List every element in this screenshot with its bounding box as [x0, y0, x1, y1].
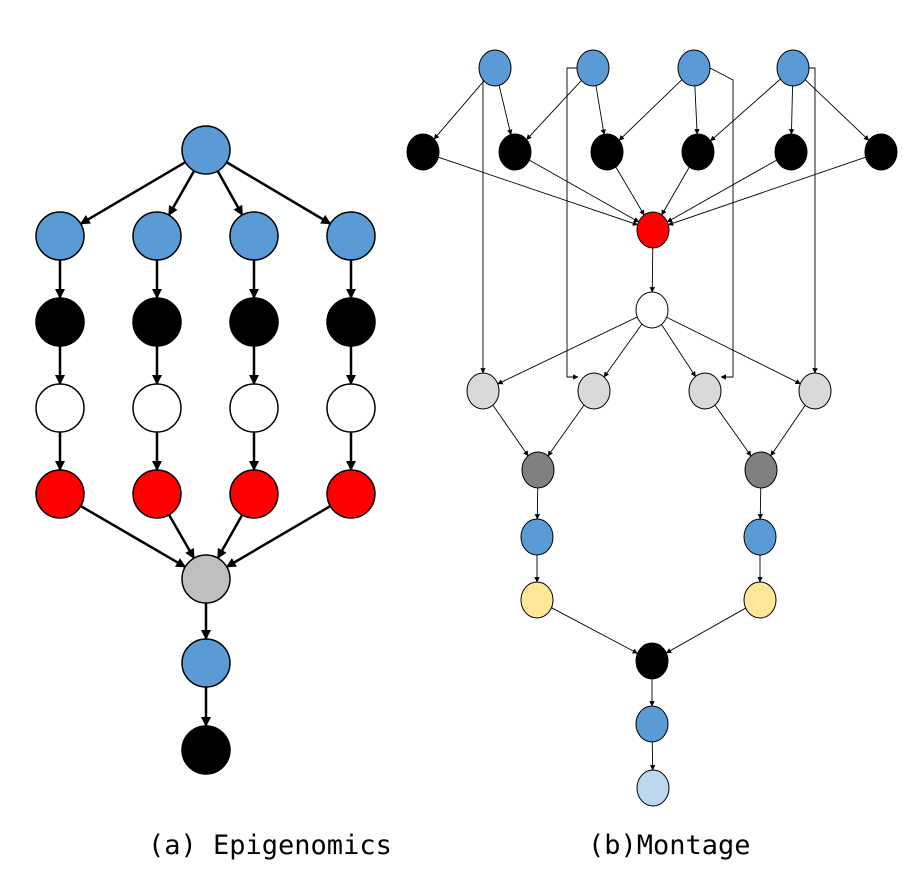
- montage-edge: [615, 166, 645, 216]
- montage-graph: [406, 49, 898, 807]
- montage-node-black: [498, 133, 532, 171]
- epigenomics-node-red: [326, 469, 376, 519]
- montage-node-black: [590, 133, 624, 171]
- montage-node-red: [636, 211, 670, 249]
- montage-node-light-blue: [636, 769, 670, 807]
- montage-edge: [603, 323, 643, 378]
- montage-node-black: [635, 642, 669, 680]
- montage-edge: [666, 159, 777, 223]
- montage-edge: [547, 404, 585, 457]
- epigenomics-node-blue: [181, 638, 231, 688]
- montage-node-black: [774, 133, 808, 171]
- montage-edge: [497, 316, 638, 385]
- montage-node-white: [635, 291, 669, 329]
- montage-edge: [661, 324, 696, 377]
- montage-node-black: [864, 133, 898, 171]
- montage-edge: [492, 404, 529, 457]
- caption-epigenomics: (a) Epigenomics: [148, 830, 392, 861]
- montage-edge: [618, 79, 683, 141]
- epigenomics-node-white: [132, 383, 182, 433]
- epigenomics-node-black: [181, 725, 231, 775]
- montage-node-dark-gray: [521, 451, 555, 489]
- montage-edge: [809, 67, 818, 374]
- montage-node-black: [681, 133, 715, 171]
- epigenomics-node-black: [326, 297, 376, 347]
- montage-edge: [714, 404, 752, 457]
- montage-node-blue: [635, 705, 669, 743]
- montage-edge: [694, 85, 700, 135]
- epigenomics-node-gray: [181, 554, 231, 604]
- epigenomics-node-black: [132, 297, 182, 347]
- montage-node-blue: [677, 49, 711, 87]
- montage-node-blue: [576, 49, 610, 87]
- epigenomics-graph: [35, 125, 376, 775]
- montage-node-yellow: [520, 581, 554, 619]
- epigenomics-node-blue: [181, 125, 231, 175]
- montage-node-blue: [743, 518, 777, 556]
- montage-node-light-gray: [466, 372, 500, 410]
- epigenomics-node-white: [35, 383, 85, 433]
- epigenomics-node-black: [35, 297, 85, 347]
- montage-edge: [661, 166, 690, 216]
- montage-edge: [566, 67, 579, 380]
- epigenomics-node-white: [326, 383, 376, 433]
- epigenomics-edge: [216, 514, 244, 559]
- montage-node-blue: [520, 518, 554, 556]
- epigenomics-node-blue: [229, 211, 279, 261]
- montage-node-black: [406, 133, 440, 171]
- epigenomics-node-red: [229, 469, 279, 519]
- epigenomics-edge: [226, 161, 332, 225]
- montage-edge: [788, 85, 795, 135]
- montage-node-dark-gray: [744, 451, 778, 489]
- epigenomics-node-blue: [132, 211, 182, 261]
- montage-edge: [438, 156, 639, 226]
- montage-edge: [551, 607, 639, 654]
- montage-node-light-gray: [688, 372, 722, 410]
- montage-edge: [770, 405, 806, 457]
- montage-edge: [479, 67, 486, 374]
- montage-edge: [433, 80, 485, 140]
- montage-edge: [665, 607, 746, 654]
- montage-edge: [526, 80, 582, 140]
- epigenomics-edge: [216, 170, 244, 216]
- epigenomics-edge: [225, 505, 331, 568]
- epigenomics-edge: [80, 504, 187, 569]
- montage-edge: [498, 85, 513, 136]
- epigenomics-node-red: [132, 469, 182, 519]
- montage-edge: [709, 67, 734, 380]
- epigenomics-node-red: [35, 469, 85, 519]
- montage-edge: [649, 247, 655, 293]
- montage-node-light-gray: [577, 372, 611, 410]
- epigenomics-edge: [167, 514, 196, 560]
- montage-edge: [529, 159, 640, 223]
- montage-edge: [804, 79, 870, 141]
- epigenomics-node-blue: [35, 211, 85, 261]
- montage-node-light-gray: [798, 372, 832, 410]
- montage-node-yellow: [743, 581, 777, 619]
- epigenomics-node-white: [229, 383, 279, 433]
- montage-edge: [710, 78, 781, 142]
- montage-node-blue: [776, 49, 810, 87]
- montage-edge: [595, 85, 606, 135]
- epigenomics-edge: [167, 170, 196, 217]
- montage-edge: [667, 156, 866, 226]
- caption-montage: (b)Montage: [588, 830, 751, 861]
- montage-edge: [666, 316, 801, 385]
- montage-node-blue: [478, 49, 512, 87]
- epigenomics-node-black: [229, 297, 279, 347]
- epigenomics-node-blue: [326, 211, 376, 261]
- epigenomics-edge: [79, 161, 186, 225]
